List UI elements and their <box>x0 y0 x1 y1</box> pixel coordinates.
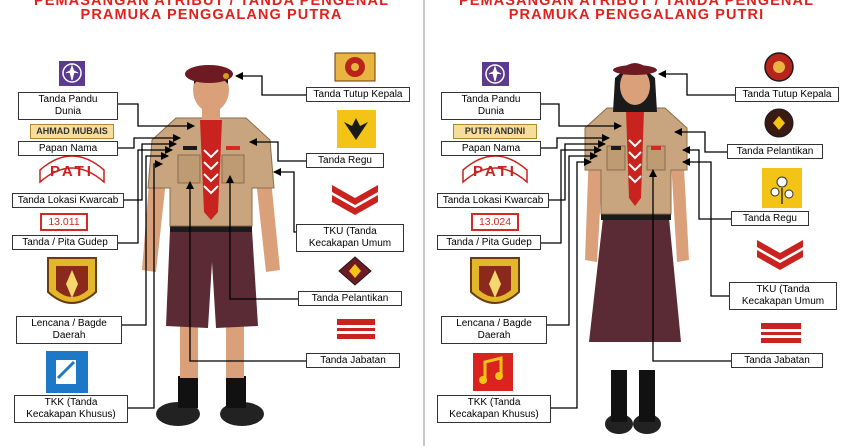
gudep-number: 13.011 <box>40 213 88 231</box>
world-scout-emblem-icon <box>59 61 85 86</box>
label-tanda-lokasi-kwarcab: Tanda Lokasi Kwarcab <box>437 193 549 208</box>
pati-arc-icon <box>462 155 528 184</box>
label-tku: TKU (Tanda Kecakapan Umum <box>296 224 404 252</box>
label-papan-nama: Papan Nama <box>18 141 118 156</box>
label-tanda-regu: Tanda Regu <box>306 153 384 168</box>
tkk-skill-icon <box>46 351 88 393</box>
label-tanda-lokasi-kwarcab: Tanda Lokasi Kwarcab <box>12 193 124 208</box>
beret <box>185 65 233 83</box>
right-leg <box>226 326 244 378</box>
right-arm <box>256 170 280 272</box>
panel-putri: PEMASANGAN ATRIBUT / TANDA PENGENAL PRAM… <box>425 0 848 446</box>
label-lencana-daerah: Lencana / Bagde Daerah <box>16 316 122 344</box>
daerah-shield-icon <box>47 257 97 304</box>
label-tkk: TKK (Tanda Kecakapan Khusus) <box>437 395 551 423</box>
pelantikan-badge-icon <box>338 256 372 286</box>
pati-arc-icon <box>39 155 105 184</box>
label-tku: TKU (Tanda Kecakapan Umum <box>729 282 837 310</box>
label-tanda-tutup-kepala: Tanda Tutup Kepala <box>735 87 839 102</box>
label-tanda-pelantikan: Tanda Pelantikan <box>298 291 402 306</box>
left-pocket <box>177 154 201 184</box>
right-pocket <box>221 154 245 184</box>
shorts <box>166 230 258 328</box>
label-tanda-regu: Tanda Regu <box>731 211 809 226</box>
jabatan-stripe-icon <box>337 319 375 339</box>
scout-boy-figure <box>142 65 280 426</box>
label-tanda-jabatan: Tanda Jabatan <box>306 353 400 368</box>
name-tag-sample: AHMAD MUBAIS <box>30 124 114 139</box>
panel-putra: PEMASANGAN ATRIBUT / TANDA PENGENAL PRAM… <box>0 0 423 446</box>
title-line-2: PRAMUKA PENGGALANG PUTRI <box>508 7 765 23</box>
jabatan-stripe-icon <box>761 323 801 343</box>
right-sock <box>226 376 246 408</box>
label-pita-gudep: Tanda / Pita Gudep <box>437 235 541 250</box>
label-tkk: TKK (Tanda Kecakapan Khusus) <box>14 395 128 423</box>
title-line-1: PEMASANGAN ATRIBUT / TANDA PENGENAL <box>458 0 815 9</box>
world-scout-emblem-icon <box>482 62 509 86</box>
pati-text: PATI <box>50 163 94 180</box>
eagle-regu-icon <box>337 110 376 148</box>
left-sock <box>611 370 627 422</box>
label-tanda-pandu-dunia: Tanda Pandu Dunia <box>18 92 118 120</box>
chevron-tku-icon <box>332 185 378 215</box>
putra-illustration: PATI <box>39 52 378 426</box>
beret-badge-icon <box>334 52 376 82</box>
name-tag-sample: PUTRI ANDINI <box>453 124 537 139</box>
left-sock <box>178 376 198 408</box>
pelantikan-badge-icon <box>764 108 794 138</box>
label-papan-nama: Papan Nama <box>441 141 541 156</box>
title-line-2: PRAMUKA PENGGALANG PUTRA <box>80 7 343 23</box>
connector-lines <box>541 70 735 409</box>
belt <box>170 223 252 232</box>
connector-lines <box>118 72 306 409</box>
putri-illustration: PATI <box>462 52 803 434</box>
right-sock <box>639 370 655 422</box>
skirt <box>589 218 681 342</box>
label-tanda-pelantikan: Tanda Pelantikan <box>727 144 823 159</box>
title-line-1: PEMASANGAN ATRIBUT / TANDA PENGENAL <box>33 0 390 9</box>
scout-girl-figure <box>584 63 689 434</box>
label-lencana-daerah: Lencana / Bagde Daerah <box>441 316 547 344</box>
flower-regu-icon <box>762 168 802 208</box>
label-tanda-pandu-dunia: Tanda Pandu Dunia <box>441 92 541 120</box>
label-tanda-tutup-kepala: Tanda Tutup Kepala <box>306 87 410 102</box>
chevron-tku-icon <box>757 240 803 270</box>
tkk-skill-icon <box>473 353 513 391</box>
gudep-number: 13.024 <box>471 213 519 231</box>
label-tanda-jabatan: Tanda Jabatan <box>731 353 823 368</box>
left-leg <box>180 326 198 378</box>
label-pita-gudep: Tanda / Pita Gudep <box>12 235 118 250</box>
pati-text: PATI <box>473 163 517 180</box>
daerah-shield-icon <box>470 257 520 304</box>
beret-badge-icon <box>764 52 794 82</box>
panel-divider <box>423 0 425 446</box>
head <box>620 67 650 105</box>
